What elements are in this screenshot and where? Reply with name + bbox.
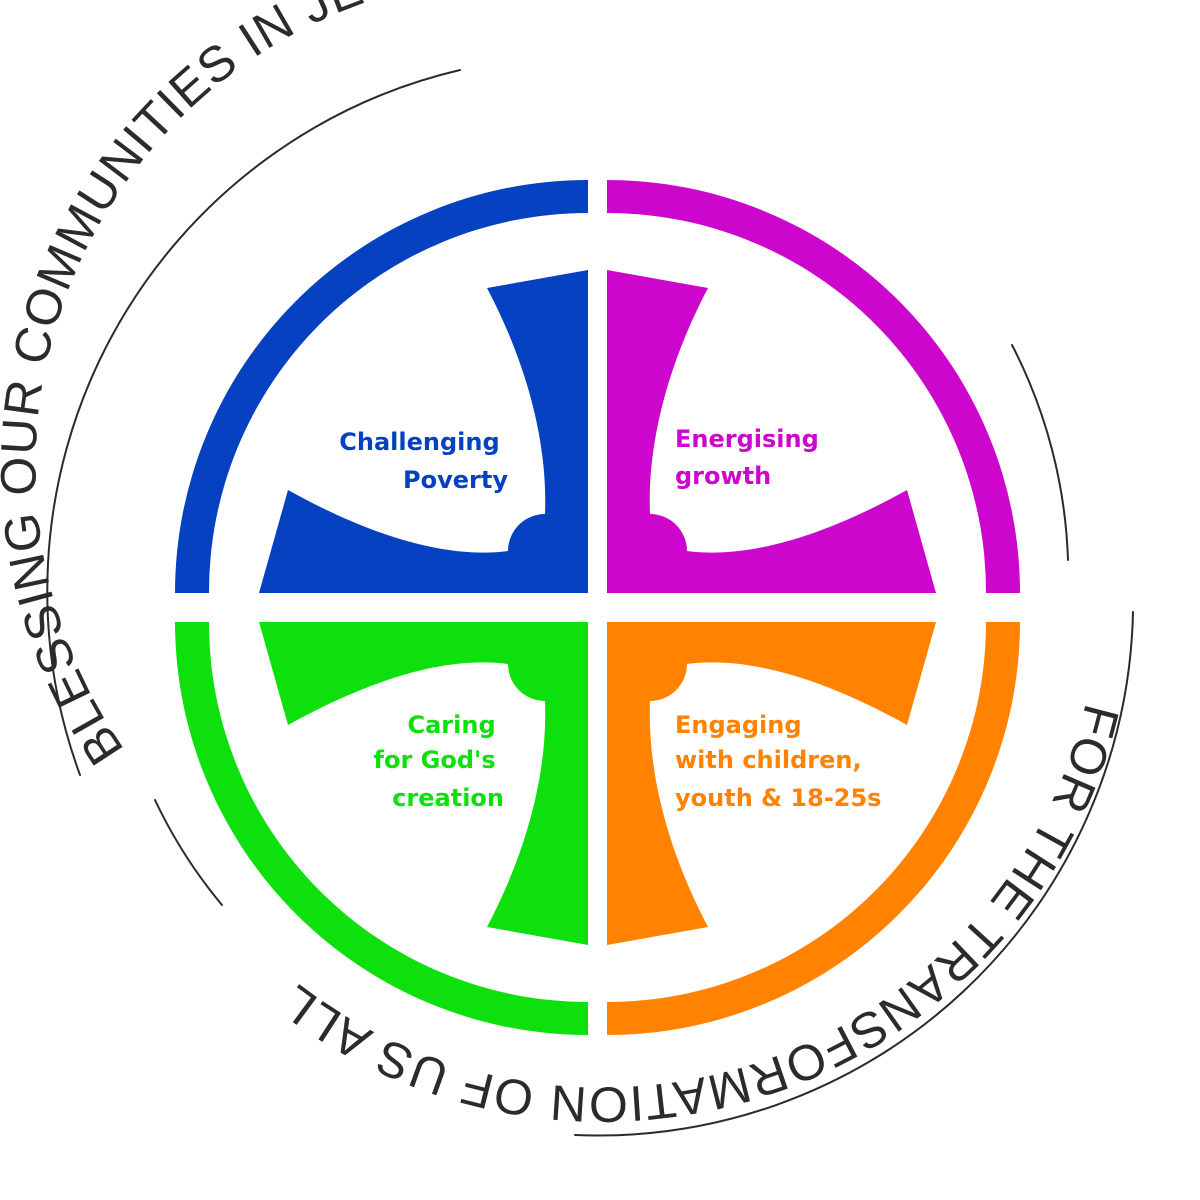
cross-arm-bottom-right xyxy=(607,622,936,945)
outline-arc-left xyxy=(46,69,461,776)
quadrant-bottom-left xyxy=(175,622,588,1035)
ring-segment-top-right xyxy=(607,180,1020,593)
ring-segment-bottom-left xyxy=(175,622,588,1035)
label-energising-growth: Energising growth xyxy=(675,425,827,490)
outline-arc-right-upper xyxy=(1011,344,1069,561)
label-challenging-poverty: Challenging Poverty xyxy=(339,428,508,494)
ring-segment-top-left xyxy=(175,180,588,593)
outline-arc-bottom-left xyxy=(154,799,223,906)
outline-arc-right-lower xyxy=(574,611,1134,1137)
cross-arm-top-left xyxy=(259,270,588,593)
cross-arm-top-right xyxy=(607,270,936,593)
quadrant-bottom-right xyxy=(607,622,1020,1035)
ring-segment-bottom-right xyxy=(607,622,1020,1035)
cross-arm-bottom-left xyxy=(259,622,588,945)
label-engaging-young-people: Engaging with children, youth & 18-25s xyxy=(675,711,881,812)
label-caring-for-creation: Caring for God's creation xyxy=(374,711,504,812)
quadrant-top-right xyxy=(607,180,1020,593)
quadrant-top-left xyxy=(175,180,588,593)
